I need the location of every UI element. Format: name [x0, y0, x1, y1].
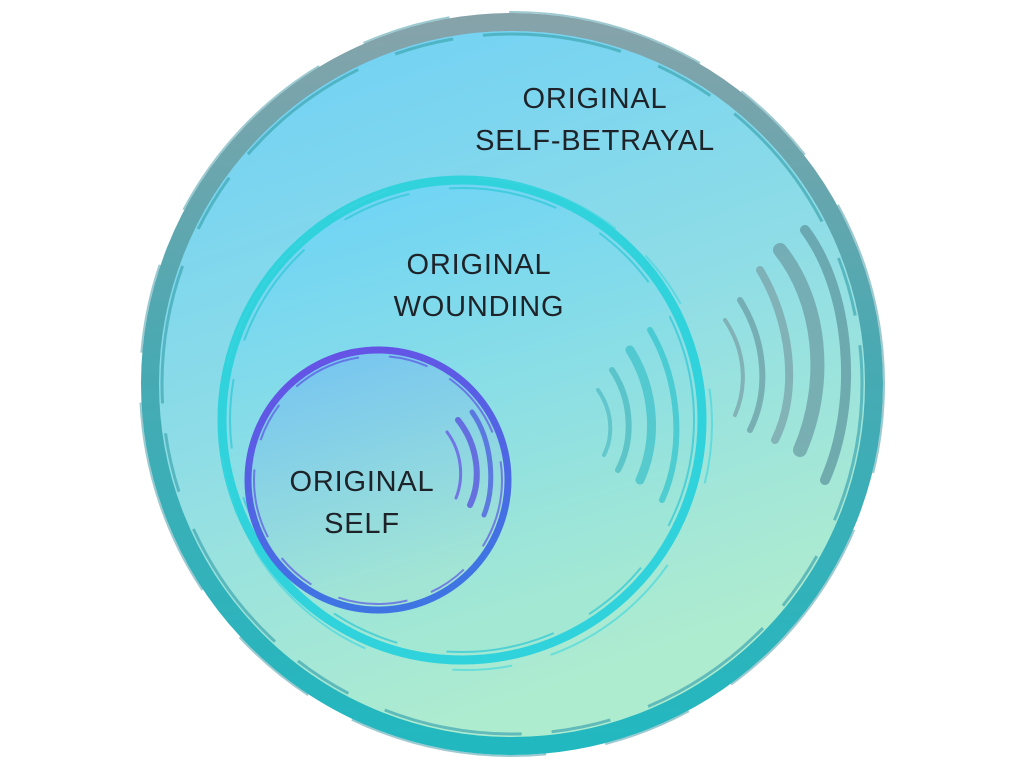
outer-label-line2: SELF-BETRAYAL	[475, 125, 715, 157]
inner-circle	[244, 346, 512, 614]
middle-ring	[217, 175, 707, 665]
inner-label-line1: ORIGINAL	[290, 466, 435, 498]
inner-label-line2: SELF	[324, 508, 400, 540]
middle-label-line1: ORIGINAL	[407, 249, 552, 281]
outer-label-line1: ORIGINAL	[523, 83, 668, 115]
outer-brush-streaks	[723, 225, 852, 485]
middle-label-line2: WOUNDING	[394, 291, 565, 323]
inner-ring	[244, 346, 512, 614]
middle-brush-streaks	[596, 327, 680, 503]
outer-ring	[141, 13, 883, 755]
inner-brush-streaks	[445, 409, 494, 518]
